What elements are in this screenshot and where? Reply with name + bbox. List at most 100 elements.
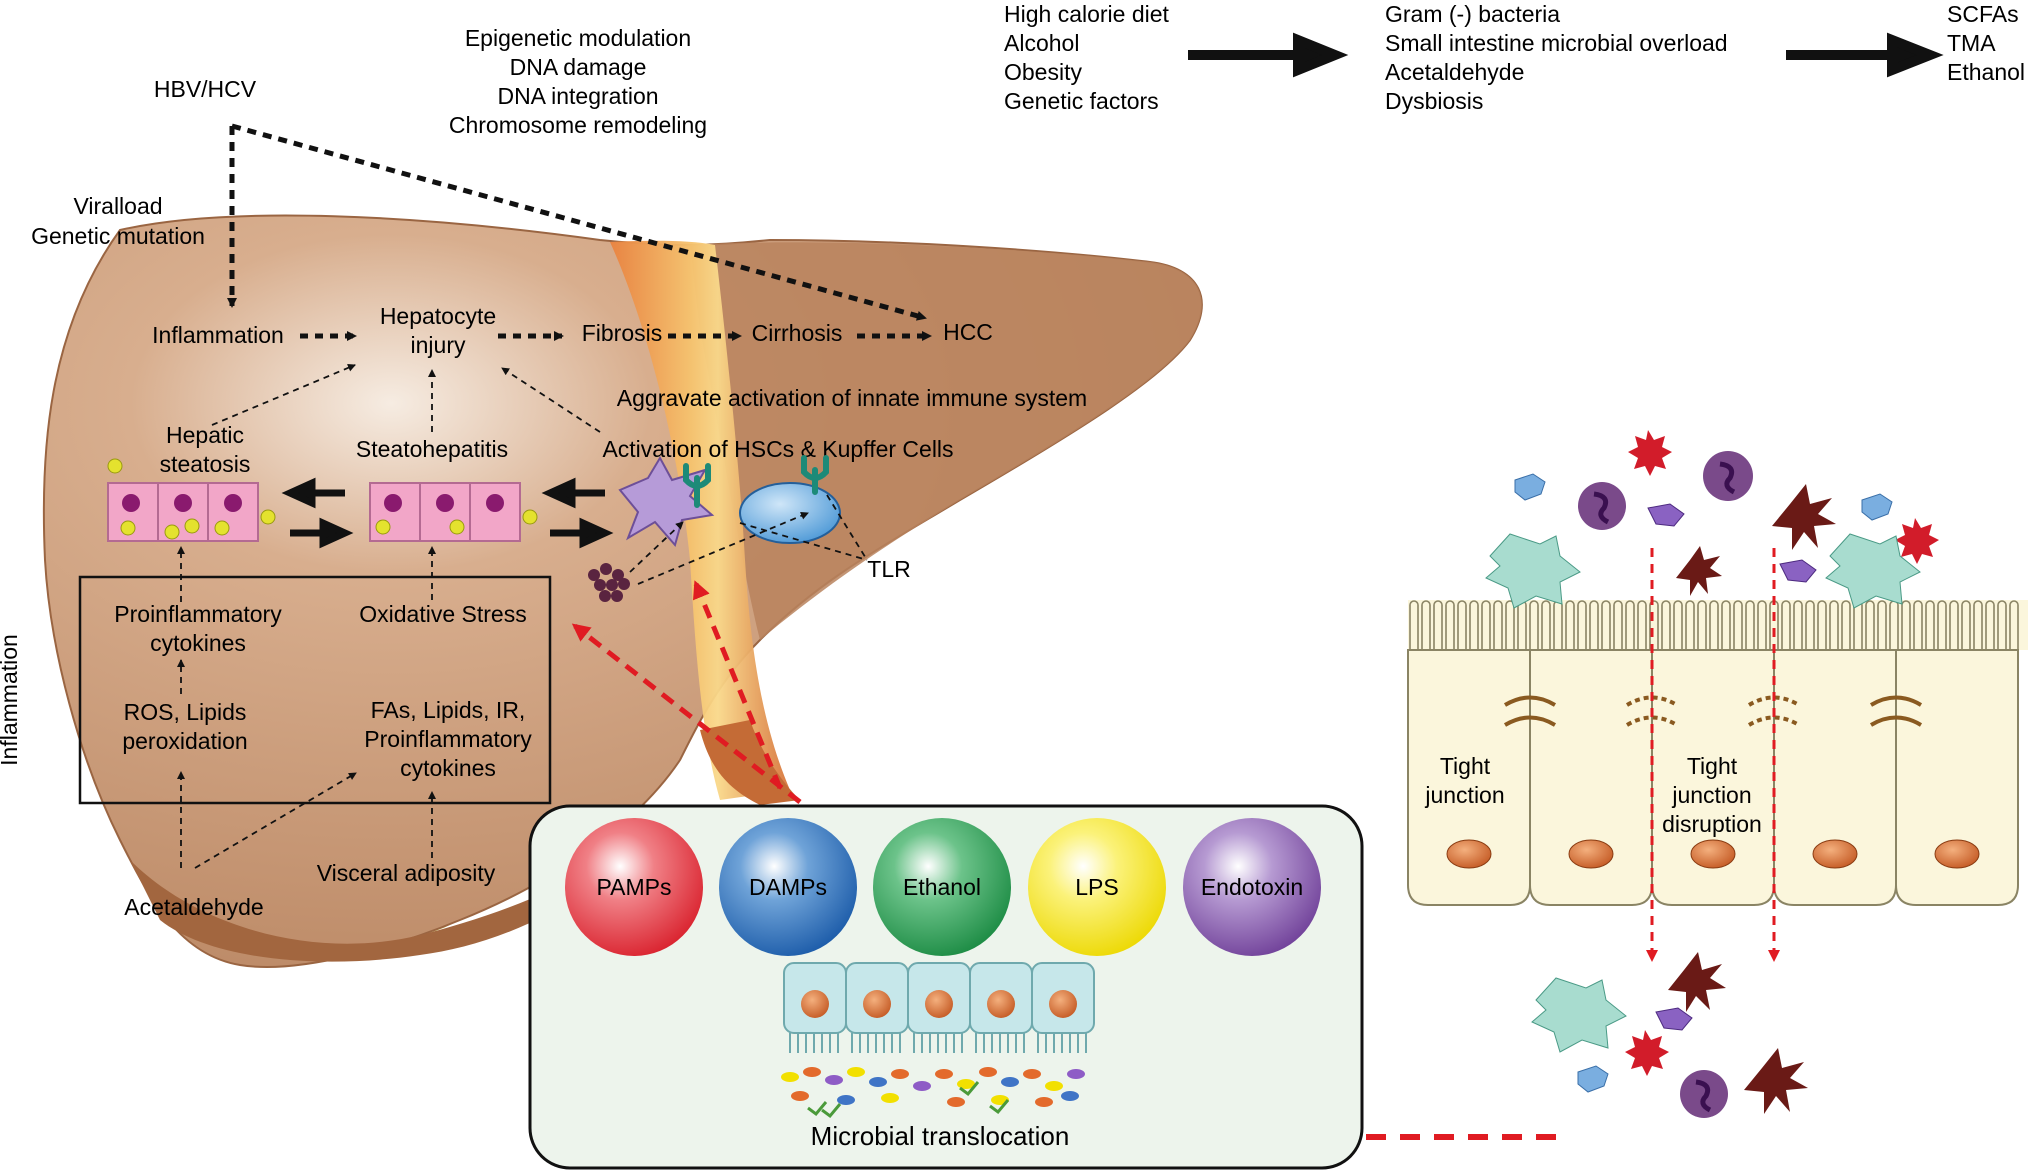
neutrophil-icon xyxy=(1578,482,1626,530)
mechanism-box: Proinflammatory cytokines Oxidative Stre… xyxy=(78,546,552,805)
gut-bacteria xyxy=(781,1067,1085,1119)
lipid-droplet xyxy=(260,509,276,525)
translocated-microbes xyxy=(1531,952,1808,1118)
mechanism-4: Chromosome remodeling xyxy=(449,112,707,138)
bottom-sources: Acetaldehyde Visceral adiposity Inflamma… xyxy=(0,634,496,920)
mechanism-box-frame xyxy=(78,575,552,805)
dendritic-cell-icon xyxy=(1772,484,1836,550)
hbv-to-hcc-arrow xyxy=(231,123,927,321)
mini-microvilli xyxy=(789,1033,1087,1053)
disease-progression: Inflammation Hepatocyte injury Fibrosis … xyxy=(152,303,993,358)
tlr-receptor xyxy=(683,455,829,508)
effect-2: Small intestine microbial overload xyxy=(1385,30,1728,56)
blue-bacterium-icon xyxy=(1577,1065,1609,1093)
damp-circle xyxy=(719,818,857,956)
pamp-circle xyxy=(565,818,703,956)
round-ligament xyxy=(700,720,800,805)
red-arrow-to-box xyxy=(571,623,802,804)
hepatocyte-injury-line1: Hepatocyte xyxy=(380,303,496,329)
disruption-line2: junction xyxy=(1671,782,1751,808)
fas-line1: FAs, Lipids, IR, xyxy=(371,697,526,723)
causes-to-effects-arrow xyxy=(1188,32,1349,78)
endotoxin-label: Endotoxin xyxy=(1201,874,1303,900)
forward-arrow-2 xyxy=(550,517,614,549)
mini-epithelial-cell xyxy=(783,962,847,1034)
lipid-droplet xyxy=(164,524,180,540)
falciform-ligament xyxy=(610,240,790,800)
lipid-droplet xyxy=(375,519,391,535)
liver xyxy=(42,214,1203,968)
immune-liver-cells xyxy=(588,455,868,602)
epithelial-cell xyxy=(1895,649,2019,906)
tight-junction-line2: junction xyxy=(1424,782,1504,808)
mini-epithelial-cell xyxy=(845,962,909,1034)
neutrophil-icon xyxy=(1703,451,1753,501)
intestine-panel: Tight junction Tight junction disruption xyxy=(1407,430,2028,1118)
purple-bacterium-icon xyxy=(1779,559,1817,583)
proinflammatory-line2: cytokines xyxy=(150,630,246,656)
cause-2: Alcohol xyxy=(1004,30,1079,56)
liver-right-lobe xyxy=(690,242,1202,640)
liver-inner-labels: Aggravate activation of innate immune sy… xyxy=(160,364,1087,582)
microbial-translocation-label: Microbial translocation xyxy=(811,1121,1070,1151)
luminal-microbes xyxy=(1485,430,1939,609)
blue-bacterium-icon xyxy=(1514,473,1546,501)
disruption-line1: Tight xyxy=(1687,753,1738,779)
ethanol-circle xyxy=(873,818,1011,956)
tlr-label: TLR xyxy=(867,556,910,582)
purple-bacterium-icon xyxy=(1655,1007,1693,1031)
activation-to-injury-arrow xyxy=(501,367,601,433)
nucleus xyxy=(224,494,242,512)
kupffer-cell xyxy=(739,482,841,544)
red-spiky-bacterium-icon xyxy=(1628,430,1672,476)
mechanism-3: DNA integration xyxy=(497,83,658,109)
particles-to-hsc-arrow xyxy=(629,521,684,573)
hcc-label: HCC xyxy=(943,319,993,345)
metabolite-3: Ethanol xyxy=(1947,59,2025,85)
nucleus xyxy=(436,494,454,512)
ethanol-label: Ethanol xyxy=(903,874,981,900)
nucleus xyxy=(486,494,504,512)
lipid-droplet xyxy=(214,520,230,536)
fibrosis-label: Fibrosis xyxy=(582,320,663,346)
red-spiky-bacterium-icon xyxy=(1625,1030,1669,1076)
dendritic-cell-icon xyxy=(1744,1048,1808,1114)
lipid-droplet xyxy=(120,520,136,536)
tight-junction-disrupted xyxy=(1747,695,1801,727)
cause-1: High calorie diet xyxy=(1004,1,1170,27)
cause-4: Genetic factors xyxy=(1004,88,1159,114)
ros-line1: ROS, Lipids xyxy=(124,699,247,725)
tight-junction-intact xyxy=(1869,695,1923,727)
macrophage-icon xyxy=(1485,533,1581,609)
blue-bacterium-icon xyxy=(1861,493,1893,521)
microbial-particles xyxy=(588,563,630,602)
hepatic-steatosis-line1: Hepatic xyxy=(166,422,244,448)
microvilli xyxy=(1409,600,2019,650)
lipid-droplet xyxy=(449,519,465,535)
dendritic-cell-icon xyxy=(1668,952,1726,1012)
steatohepatitis-label: Steatohepatitis xyxy=(356,436,508,462)
oxidative-stress-label: Oxidative Stress xyxy=(359,601,526,627)
forward-arrow-1 xyxy=(290,517,354,549)
hepatocyte-cell xyxy=(369,482,421,542)
fas-line3: cytokines xyxy=(400,755,496,781)
red-arrow-to-cells xyxy=(693,580,783,789)
hbv-hcv-label: HBV/HCV xyxy=(154,76,257,102)
neutrophil-icon xyxy=(1680,1070,1728,1118)
ros-line2: peroxidation xyxy=(122,728,247,754)
steatosis-to-injury-arrow xyxy=(211,364,356,426)
macrophage-icon xyxy=(1825,533,1921,609)
endotoxin-circle xyxy=(1183,818,1321,956)
damp-label: DAMPs xyxy=(749,874,827,900)
tlr-pointer-1 xyxy=(739,522,868,561)
nucleus xyxy=(174,494,192,512)
nucleus xyxy=(384,494,402,512)
mini-epithelial-cell xyxy=(969,962,1033,1034)
microbial-box: PAMPs DAMPs Ethanol LPS Endotoxin Microb… xyxy=(528,804,1364,1170)
mini-epithelial-cell xyxy=(1031,962,1095,1034)
proinflammatory-line1: Proinflammatory xyxy=(114,601,282,627)
mini-epithelial-cell xyxy=(907,962,971,1034)
side-inflammation-label: Inflammation xyxy=(0,634,22,766)
activation-cells-label: Activation of HSCs & Kupffer Cells xyxy=(602,436,953,462)
pamp-label: PAMPs xyxy=(597,874,672,900)
